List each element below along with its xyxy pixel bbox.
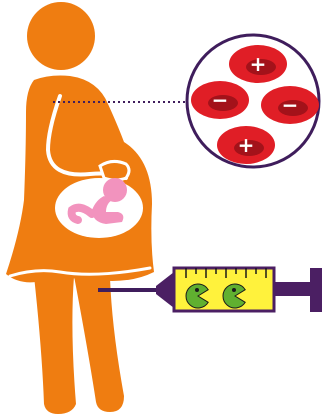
pregnant-woman-icon (6, 2, 154, 414)
blood-cell-sign: + (250, 52, 267, 76)
left-leg (34, 276, 76, 414)
plunger-rod (274, 282, 314, 296)
right-leg (74, 276, 124, 412)
dress (6, 76, 154, 283)
head (27, 2, 95, 70)
blood-cell-sign: + (238, 133, 255, 157)
blood-cell: + (229, 45, 287, 83)
blood-cell: − (261, 86, 319, 124)
plunger-thumb (310, 268, 322, 312)
blood-cell-sign: − (212, 88, 229, 112)
hand (100, 161, 129, 180)
pacman-eye (232, 288, 236, 292)
blood-cell-sign: − (282, 93, 299, 117)
syringe-tip (156, 272, 174, 308)
blood-cell: − (191, 81, 249, 119)
blood-cells-magnified-icon: +−−+ (187, 35, 319, 167)
blood-cell: + (217, 126, 275, 164)
pacman-eye (195, 288, 199, 292)
